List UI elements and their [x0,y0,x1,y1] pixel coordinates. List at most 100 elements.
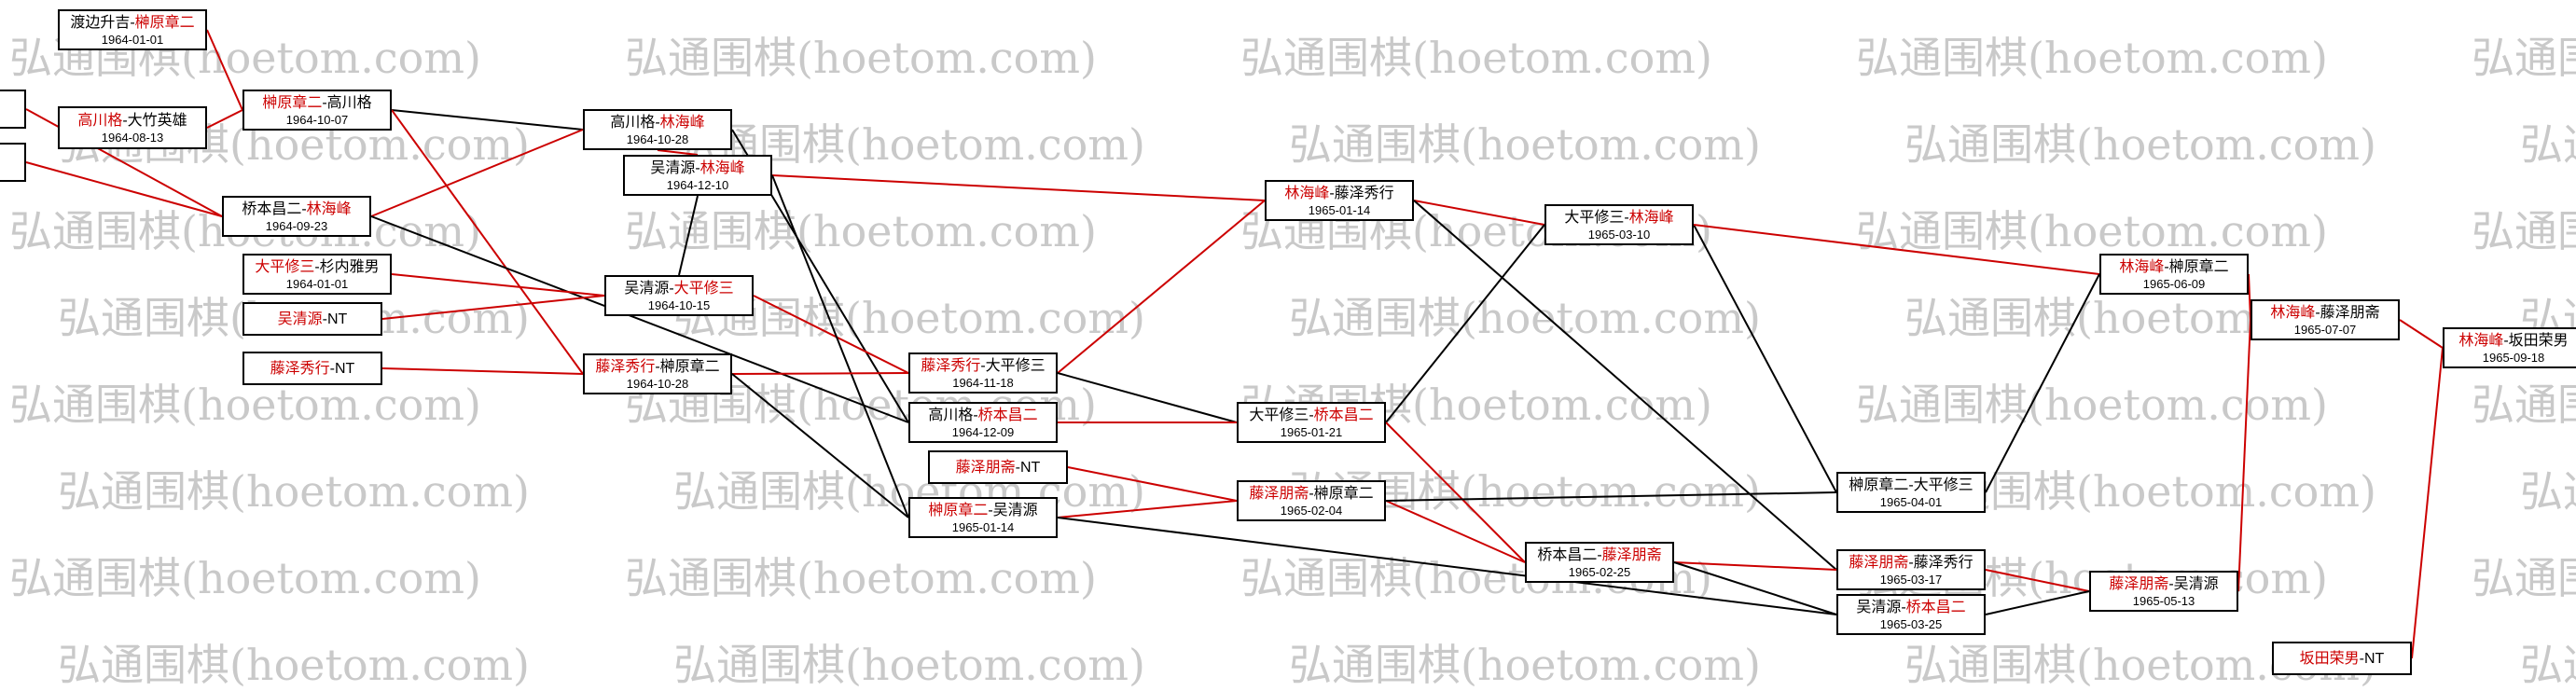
player-name: 榊原章二 [1313,485,1374,502]
matchup-separator: - [1624,209,1629,226]
player-path-line [771,174,909,518]
player-name: NT [327,311,348,327]
game-node[interactable]: 藤泽秀行-NT [242,352,382,385]
matchup-label: 藤泽朋斋-NT [956,459,1041,477]
game-node[interactable]: 藤泽朋斋-NT [928,450,1068,484]
winner-player-name: 藤泽秀行 [921,357,981,374]
player-name: 高川格 [928,407,974,423]
player-name: 坂田荣男 [2508,332,2569,349]
game-date: 1964-10-07 [285,112,349,127]
game-date: 1965-01-21 [1280,424,1343,439]
game-date: 1965-03-17 [1879,572,1943,587]
player-name: 大平修三 [1564,209,1625,226]
matchup-label: 吴清源-大平修三 [624,280,733,297]
game-node[interactable]: 坂田荣男-NT [2272,642,2412,675]
winner-player-name: 林海峰 [1628,209,1674,226]
watermark-text: 弘通围棋(hoetom.com) [9,380,481,430]
matchup-separator: - [329,360,335,377]
watermark-text: 弘通围棋(hoetom.com) [2520,119,2576,170]
player-name: 大平修三 [1249,407,1309,423]
matchup-separator: - [122,112,128,129]
winner-path-line [2237,319,2251,592]
player-name: 吴清源 [2173,575,2219,592]
winner-path-line [25,161,223,217]
winner-player-name: 林海峰 [1284,185,1330,201]
winner-path-line [381,295,605,320]
matchup-separator: - [2315,304,2320,321]
game-node-partial[interactable] [0,143,26,182]
watermark-text: 弘通围棋(hoetom.com) [673,640,1145,690]
matchup-separator: - [655,114,660,131]
winner-path-line [391,273,605,297]
matchup-separator: - [1597,546,1602,563]
player-path-line [1985,590,2090,615]
watermark-text: 弘通围棋(hoetom.com) [2472,33,2576,83]
watermark-text: 弘通围棋(hoetom.com) [1856,380,2328,430]
matchup-label: 榊原章二-吴清源 [928,502,1037,519]
matchup-label: 高川格-林海峰 [610,114,704,131]
game-date: 1965-04-01 [1879,494,1943,509]
matchup-label: 吴清源-林海峰 [650,159,744,177]
winner-player-name: 藤泽朋斋 [955,459,1016,476]
game-node[interactable]: 吴清源-NT [242,302,382,336]
winner-path-line [1057,500,1238,518]
winner-player-name: 林海峰 [2458,332,2504,349]
player-path-line [370,215,909,423]
player-path-line [391,109,584,131]
winner-player-name: 林海峰 [659,114,705,131]
player-name: NT [1020,459,1041,476]
matchup-label: 藤泽秀行-NT [270,360,355,378]
player-name: 吴清源 [1856,599,1902,615]
matchup-label: 坂田荣男-NT [2300,650,2385,668]
game-date: 1965-03-25 [1879,616,1943,631]
player-name: 藤泽朋斋 [2320,304,2380,321]
matchup-label: 林海峰-藤泽朋斋 [2270,304,2379,322]
winner-player-name: 藤泽秀行 [270,360,330,377]
matchup-label: 藤泽秀行-大平修三 [921,357,1045,375]
player-path-line [1693,224,1837,493]
winner-player-name: 桥本昌二 [1313,407,1374,423]
matchup-separator: - [322,94,327,111]
game-date: 1965-07-07 [2293,322,2357,337]
matchup-separator: - [655,358,660,375]
matchup-separator: - [988,502,993,518]
winner-path-line [771,174,1266,201]
watermark-text: 弘通围棋(hoetom.com) [625,553,1097,603]
player-name: 桥本昌二 [242,200,302,217]
watermark-text: 弘通围棋(hoetom.com) [2520,466,2576,517]
matchup-label: 高川格-大竹英雄 [77,112,187,130]
watermark-text: 弘通围棋(hoetom.com) [9,553,481,603]
winner-path-line [731,372,909,375]
player-path-line [1673,561,1837,615]
game-node-partial[interactable] [0,90,26,129]
matchup-separator: - [1015,459,1020,476]
winner-path-line [753,295,909,374]
matchup-separator: - [1908,554,1914,571]
player-name: 榊原章二 [1849,477,1909,493]
